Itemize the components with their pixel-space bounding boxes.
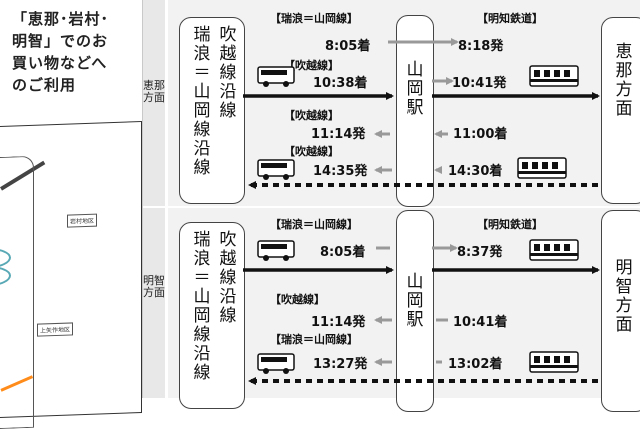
train-icon	[529, 65, 579, 87]
row-label-1: 【吹越線】	[284, 59, 339, 72]
time-right-0: 8:18発	[458, 39, 504, 54]
station-name-akechi: 山岡駅	[406, 272, 424, 330]
route-graphics	[243, 38, 600, 385]
time-left-0: 8:05着	[325, 39, 371, 54]
time-left-1: 10:38着	[313, 76, 368, 91]
bus-icon	[257, 66, 295, 88]
origin-text-fukikoshi-2: 吹越線沿線	[219, 230, 237, 326]
train-icon	[529, 351, 579, 373]
train-icon	[529, 239, 579, 261]
origin-text-fukikoshi: 吹越線沿線	[219, 25, 237, 121]
time-left-6: 13:27発	[313, 357, 368, 372]
time-left-2: 11:14発	[311, 127, 366, 142]
row-label-5: 【吹越線】	[270, 293, 325, 306]
time-right-2: 11:00着	[453, 127, 508, 142]
time-right-6: 13:02着	[448, 357, 503, 372]
intro-column: 「恵那･岩村･ 明智」でのお 買い物などへ のご利用 岩村地区 上矢作地区	[0, 0, 143, 430]
bus-icon	[257, 159, 295, 181]
bus-icon	[257, 353, 295, 375]
destination-name-ena: 恵那方面	[615, 42, 633, 119]
origin-box-akechi: 吹越線沿線 瑞浪＝山岡線沿線	[179, 222, 245, 409]
station-box-ena: 山岡駅	[396, 15, 434, 207]
section-label-akechi: 明智方面	[143, 274, 165, 299]
bus-icon	[257, 240, 295, 262]
header-left-akechi: 【瑞浪＝山岡線】	[270, 218, 358, 231]
time-left-4: 8:05着	[320, 245, 366, 260]
destination-box-ena: 恵那方面	[601, 17, 640, 204]
station-name-ena: 山岡駅	[406, 60, 424, 118]
time-right-5: 10:41着	[453, 315, 508, 330]
origin-text-mizunami: 瑞浪＝山岡線沿線	[193, 25, 211, 178]
header-left-ena: 【瑞浪＝山岡線】	[270, 12, 358, 25]
origin-text-mizunami-2: 瑞浪＝山岡線沿線	[193, 230, 211, 383]
row-label-2: 【吹越線】	[284, 109, 339, 122]
time-left-5: 11:14発	[311, 315, 366, 330]
section-label-ena: 恵那方面	[143, 79, 165, 104]
row-label-6: 【瑞浪＝山岡線】	[270, 333, 358, 346]
header-right-akechi: 【明知鉄道】	[477, 218, 543, 231]
time-right-3: 14:30着	[448, 164, 503, 179]
origin-box-ena: 吹越線沿線 瑞浪＝山岡線沿線	[179, 17, 245, 204]
time-left-3: 14:35発	[313, 164, 368, 179]
time-right-1: 10:41発	[452, 76, 507, 91]
section-side-band-akechi	[143, 208, 165, 398]
train-icon	[517, 157, 567, 179]
destination-name-akechi: 明智方面	[615, 258, 633, 335]
row-label-3: 【吹越線】	[284, 145, 339, 158]
section-side-band-ena	[143, 0, 165, 206]
intro-title: 「恵那･岩村･ 明智」でのお 買い物などへ のご利用	[12, 10, 110, 94]
time-right-4: 8:37発	[457, 245, 503, 260]
header-right-ena: 【明知鉄道】	[477, 12, 543, 25]
